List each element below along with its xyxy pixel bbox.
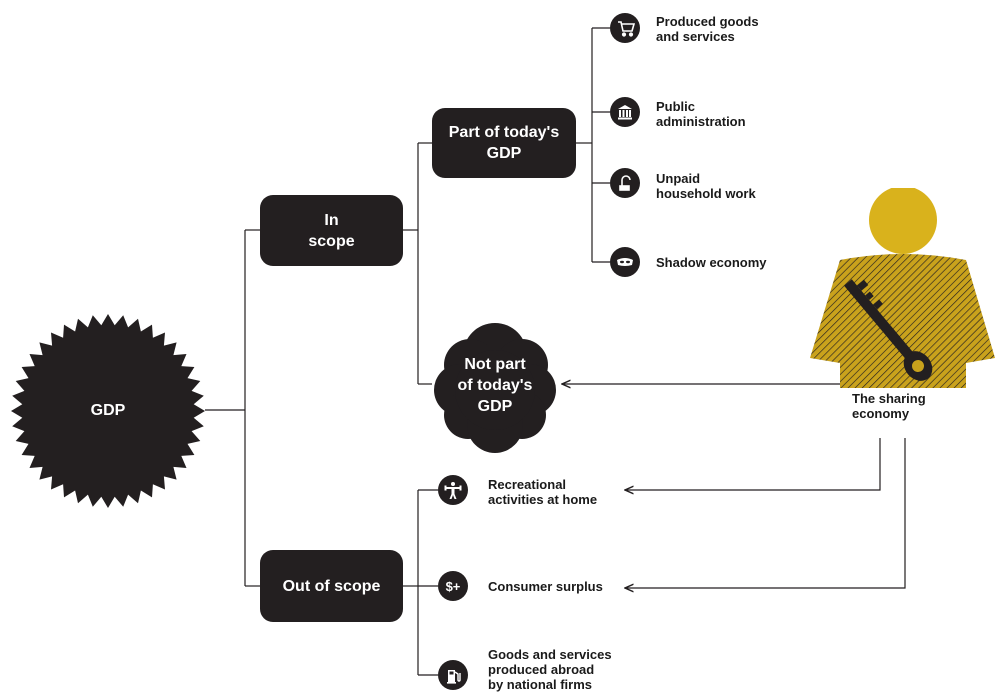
vacuum-cleaner-icon — [610, 168, 640, 198]
out-of-scope-item-label: Consumer surplus — [488, 579, 603, 594]
in-scope-node: In scope — [260, 195, 403, 266]
out-of-scope-item-label: Goods and services produced abroad by na… — [488, 647, 612, 692]
in-scope-item-label: Public administration — [656, 99, 746, 129]
government-building-icon — [610, 97, 640, 127]
in-scope-item-label: Unpaid household work — [656, 171, 756, 201]
sharing-economy-person-icon — [810, 188, 995, 388]
bandit-mask-icon — [610, 247, 640, 277]
gdp-starburst — [11, 314, 205, 508]
out-of-scope-node: Out of scope — [260, 550, 403, 622]
not-part-of-gdp-label: Not part of today's GDP — [457, 356, 533, 415]
gdp-label: GDP — [90, 402, 126, 419]
in-scope-item-label: Shadow economy — [656, 255, 767, 270]
in-scope-item-label: Produced goods and services — [656, 14, 759, 44]
svg-text:$+: $+ — [446, 579, 461, 594]
fuel-pump-icon — [438, 660, 468, 690]
sharing-economy-label: The sharing economy — [852, 391, 926, 421]
shopping-cart-icon — [610, 13, 640, 43]
arrow-sharing-to-consumer-surplus — [625, 438, 906, 588]
not-part-cloud — [434, 323, 556, 453]
out-of-scope-item-label: Recreational activities at home — [488, 477, 598, 507]
part-of-gdp-node: Part of today's GDP — [432, 108, 576, 178]
arrow-sharing-to-recreational — [625, 438, 881, 490]
dollar-plus-icon: $+ — [438, 571, 468, 601]
exercise-icon — [438, 475, 468, 505]
